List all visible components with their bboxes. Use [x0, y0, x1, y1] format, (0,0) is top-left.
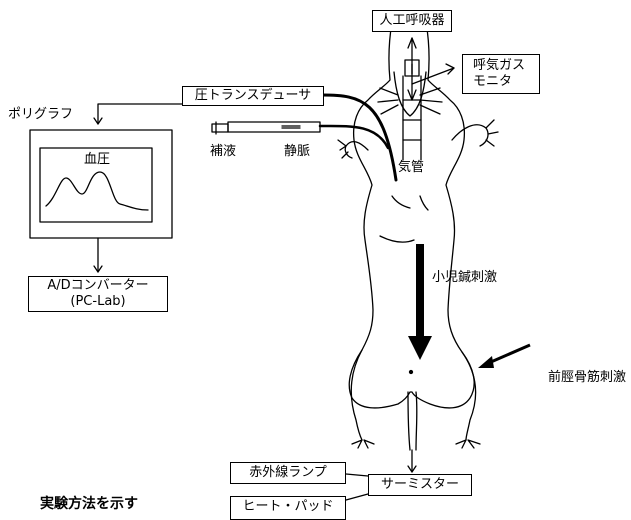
rat-left-hindlimb: [350, 349, 363, 441]
trachea-tube: [402, 75, 422, 161]
heat-pad-label: ヒート・パッド: [242, 499, 334, 514]
blood-pressure-trace: [45, 171, 149, 211]
vein-label: 静脈: [284, 144, 311, 159]
polygraph-label: ポリグラフ: [8, 107, 74, 122]
thermistor-box: サーミスター: [368, 474, 472, 496]
polygraph-box: [29, 129, 173, 239]
ventilator-label: 人工呼吸器: [379, 13, 445, 28]
heat-pad-box: ヒート・パッド: [230, 496, 346, 520]
exhaled-gas-monitor-label-2: モニタ: [473, 74, 513, 89]
exhaled-gas-monitor-label-1: 呼気ガス: [473, 58, 526, 73]
infrared-lamp-label: 赤外線ランプ: [249, 465, 327, 480]
ad-converter-label-2: (PC-Lab): [70, 294, 126, 309]
tibialis-arrow: [478, 343, 531, 368]
caption: 実験方法を示す: [40, 496, 138, 512]
syringe: [227, 121, 321, 133]
ad-converter-box: A/Dコンバーター (PC-Lab): [28, 276, 168, 312]
pressure-line: [320, 93, 398, 182]
vein-line: [318, 124, 390, 150]
cerebellar-stimulation-label: 小児鍼刺激: [432, 270, 498, 285]
transducer-to-polygraph-line: [97, 103, 183, 125]
blood-pressure-label: 血圧: [84, 152, 111, 167]
rat-tail: [407, 391, 418, 451]
ventilator-box: 人工呼吸器: [372, 10, 452, 32]
thermistor-label: サーミスター: [380, 477, 459, 492]
trachea-label: 気管: [398, 160, 425, 175]
pressure-transducer-label: 圧トランスデューサ: [194, 88, 312, 103]
tibialis-stimulation-label: 前脛骨筋刺激: [548, 370, 627, 385]
infrared-lamp-box: 赤外線ランプ: [230, 462, 346, 484]
ad-converter-label-1: A/Dコンバーター: [47, 278, 149, 293]
rat-right-hindlimb: [461, 351, 477, 441]
gas-monitor-line: [411, 67, 455, 85]
rat-body: [348, 21, 475, 409]
cerebellar-arrow: [408, 244, 432, 360]
polygraph-screen: [39, 147, 153, 223]
pressure-transducer-box: 圧トランスデューサ: [182, 86, 324, 106]
infusion-label: 補液: [210, 144, 237, 159]
exhaled-gas-monitor-box: 呼気ガス モニタ: [462, 54, 540, 94]
rat-right-forelimb: [451, 124, 489, 147]
